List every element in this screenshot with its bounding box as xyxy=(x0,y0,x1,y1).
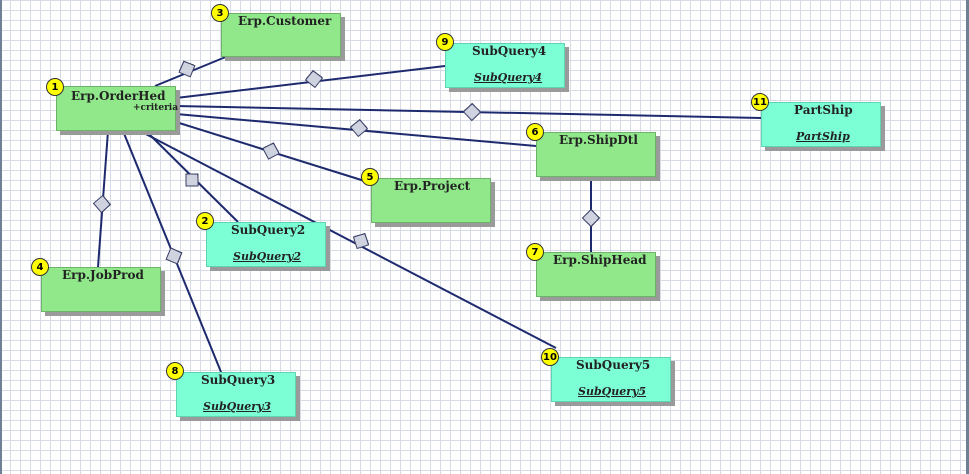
table-node-project[interactable]: Erp.Project xyxy=(371,178,491,223)
node-number-badge: 4 xyxy=(31,258,49,276)
table-node-subquery2[interactable]: SubQuery2 SubQuery2 xyxy=(206,222,326,267)
node-number-badge: 11 xyxy=(751,93,769,111)
table-node-subquery3[interactable]: SubQuery3 SubQuery3 xyxy=(176,372,296,417)
node-number-badge: 2 xyxy=(196,212,214,230)
table-node-customer[interactable]: Erp.Customer xyxy=(221,13,341,57)
table-node-shiphead[interactable]: Erp.ShipHead xyxy=(536,252,656,297)
join-marker-icon[interactable] xyxy=(260,140,281,161)
link-orderhed-subquery5[interactable] xyxy=(139,130,557,349)
table-alias-subquery3: SubQuery3 xyxy=(203,400,272,413)
table-title-customer: Erp.Customer xyxy=(238,14,332,28)
table-title-subquery2: SubQuery2 xyxy=(231,223,306,237)
table-node-subquery5[interactable]: SubQuery5 SubQuery5 xyxy=(551,357,671,402)
node-number-badge: 1 xyxy=(46,78,64,96)
table-node-subquery4[interactable]: SubQuery4 SubQuery4 xyxy=(445,43,565,88)
table-title-project: Erp.Project xyxy=(394,179,471,193)
table-node-shipdtl[interactable]: Erp.ShipDtl xyxy=(536,132,656,177)
table-alias-subquery5: SubQuery5 xyxy=(578,385,647,398)
table-title-jobprod: Erp.JobProd xyxy=(62,268,144,282)
join-marker-icon[interactable] xyxy=(304,69,324,89)
node-number-badge: 7 xyxy=(526,243,544,261)
table-node-partship[interactable]: PartShip PartShip xyxy=(761,102,881,147)
criteria-indicator[interactable]: +criteria xyxy=(133,103,179,113)
node-number-badge: 9 xyxy=(436,33,454,51)
canvas-right-border xyxy=(966,0,969,474)
table-title-subquery4: SubQuery4 xyxy=(472,44,547,58)
join-marker-icon[interactable] xyxy=(163,245,185,267)
table-node-orderhed[interactable]: Erp.OrderHed +criteria xyxy=(56,86,179,131)
node-number-badge: 10 xyxy=(541,348,559,366)
node-number-badge: 8 xyxy=(166,362,184,380)
join-marker-icon[interactable] xyxy=(350,230,373,253)
canvas-left-border xyxy=(0,0,2,474)
table-title-orderhed: Erp.OrderHed xyxy=(71,89,166,103)
table-title-shipdtl: Erp.ShipDtl xyxy=(559,133,638,147)
table-alias-subquery2: SubQuery2 xyxy=(233,250,302,263)
node-number-badge: 3 xyxy=(211,4,229,22)
table-title-partship: PartShip xyxy=(794,103,853,117)
table-alias-subquery4: SubQuery4 xyxy=(474,71,543,84)
join-marker-icon[interactable] xyxy=(180,168,204,192)
table-title-subquery5: SubQuery5 xyxy=(576,358,651,372)
node-number-badge: 6 xyxy=(526,123,544,141)
table-title-shiphead: Erp.ShipHead xyxy=(553,253,647,267)
node-number-badge: 5 xyxy=(361,168,379,186)
table-title-subquery3: SubQuery3 xyxy=(201,373,276,387)
table-node-jobprod[interactable]: Erp.JobProd xyxy=(41,267,161,312)
join-marker-icon[interactable] xyxy=(92,194,112,214)
join-marker-icon[interactable] xyxy=(349,118,369,138)
join-marker-icon[interactable] xyxy=(581,208,601,228)
table-alias-partship: PartShip xyxy=(796,130,850,143)
join-marker-icon[interactable] xyxy=(462,102,482,122)
join-marker-icon[interactable] xyxy=(176,58,198,80)
